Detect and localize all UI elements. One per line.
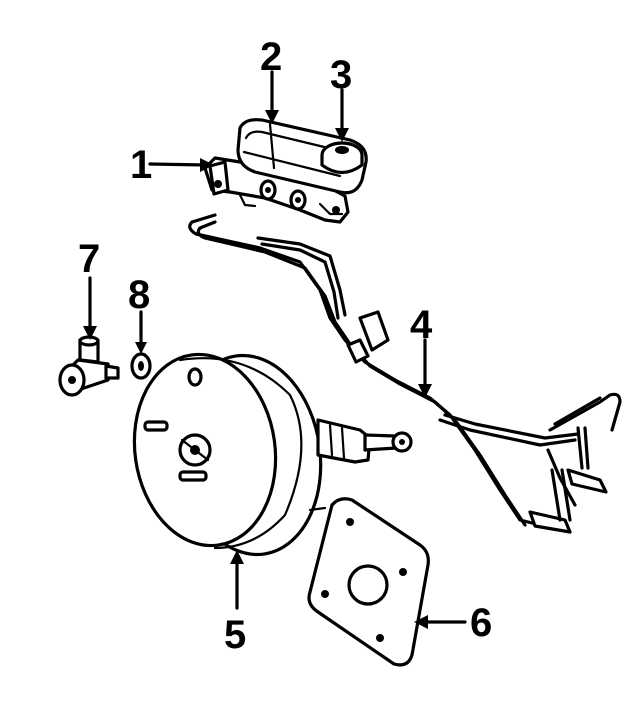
leader-lines bbox=[83, 70, 467, 629]
callout-7: 7 bbox=[78, 237, 100, 281]
callout-6: 6 bbox=[470, 601, 492, 645]
callout-5: 5 bbox=[224, 613, 246, 657]
grommet-icon[interactable] bbox=[130, 352, 152, 380]
callout-2: 2 bbox=[260, 35, 282, 79]
reservoir-icon[interactable] bbox=[236, 118, 368, 195]
vacuum-check-valve-icon[interactable] bbox=[58, 335, 120, 397]
callout-3: 3 bbox=[330, 53, 352, 97]
brake-lines-icon[interactable] bbox=[188, 213, 622, 534]
callout-8: 8 bbox=[128, 273, 150, 317]
callout-4: 4 bbox=[410, 303, 433, 347]
callout-1: 1 bbox=[130, 143, 152, 187]
booster-gasket-icon[interactable] bbox=[307, 497, 430, 667]
reservoir-cap-icon[interactable] bbox=[320, 141, 364, 175]
power-brake-booster-icon[interactable] bbox=[122, 345, 413, 564]
